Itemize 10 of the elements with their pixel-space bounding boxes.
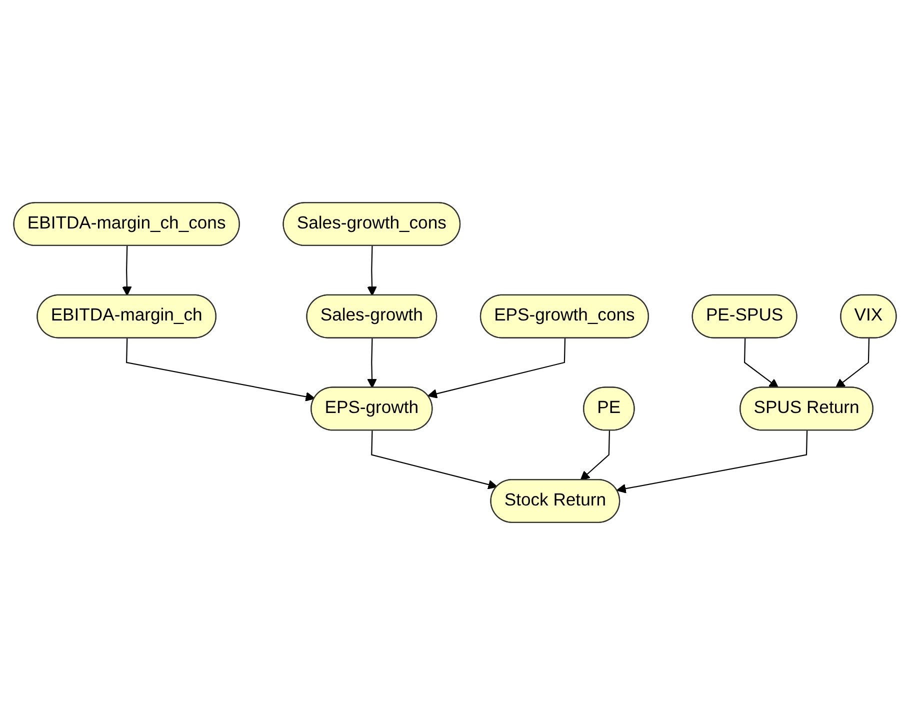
arrow [122,246,132,296]
arrow [370,430,498,489]
arrow [366,246,376,296]
arrow [743,338,778,388]
arrow [834,338,870,388]
arrow [580,430,610,480]
arrow [616,430,808,493]
arrow [366,338,376,388]
arrow [126,338,315,401]
arrow [427,338,566,398]
